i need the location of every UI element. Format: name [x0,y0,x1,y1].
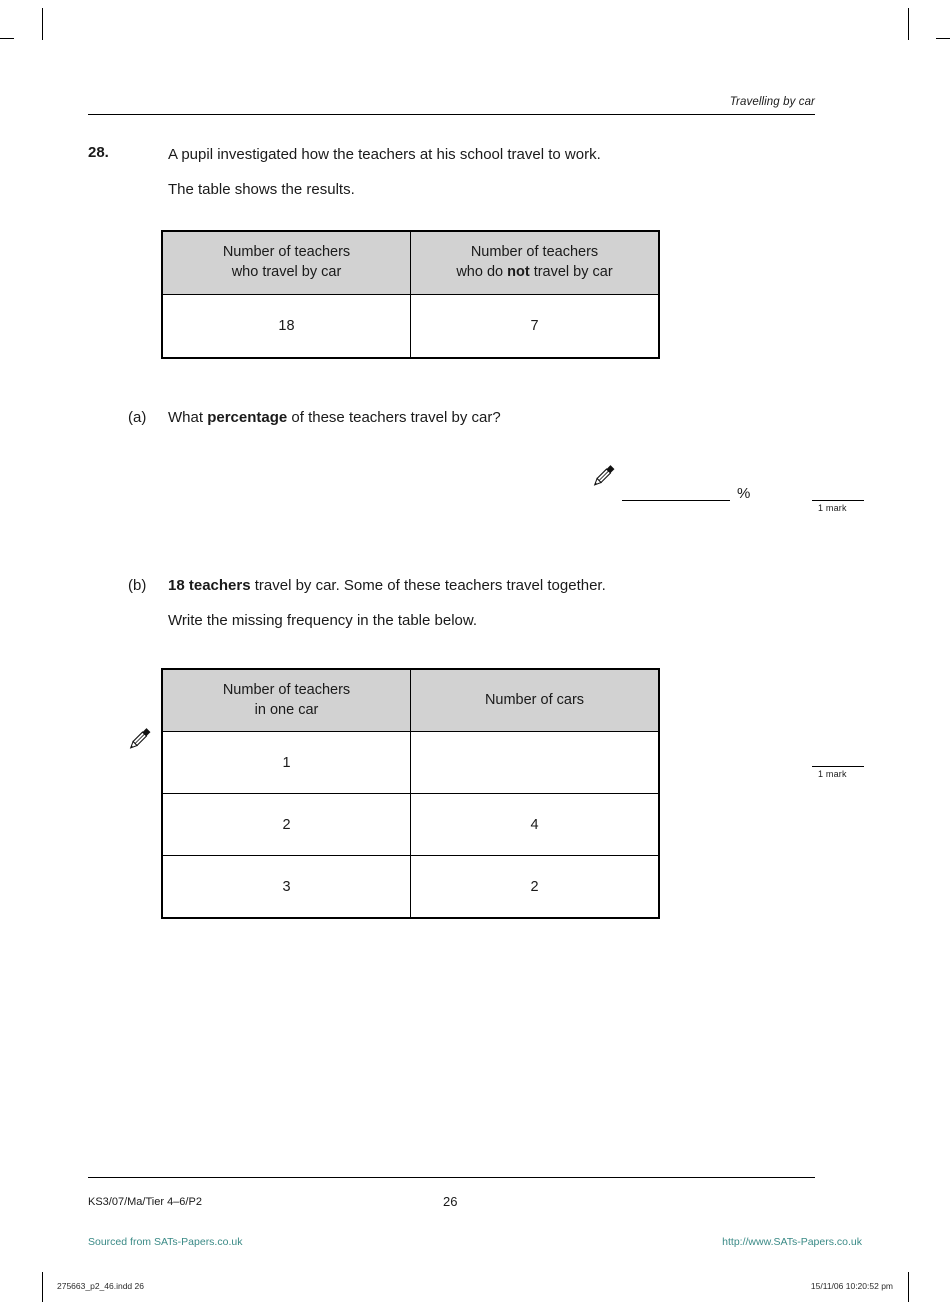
crop-mark-bottom-left [42,1272,43,1302]
print-file-name: 275663_p2_46.indd 26 [57,1281,144,1291]
table2-header-teachers-in-one-car: Number of teachers in one car [161,668,411,732]
table1-value-not-travel-by-car: 7 [410,294,660,359]
table-header-row: Number of teachers who travel by car Num… [161,230,660,295]
part-a-mark-rule [812,500,864,501]
table2-cars-row-2: 4 [410,793,660,856]
part-a-text-pre: What [168,409,208,426]
print-timestamp: 15/11/06 10:20:52 pm [810,1281,893,1291]
table2-teachers-row-1: 1 [161,731,411,794]
pencil-icon [593,465,615,486]
table2-header-a-line2: in one car [254,701,319,718]
question-stem-line-1: A pupil investigated how the teachers at… [168,146,601,163]
pencil-icon [129,728,151,749]
table-header-row: Number of teachers in one car Number of … [161,668,660,732]
table1-header-b-line1: Number of teachers [470,244,599,261]
table1-header-b-line2-post: travel by car [529,264,613,280]
table1-header-not-travel-by-car: Number of teachers who do not travel by … [410,230,660,295]
table-row: 18 7 [161,294,660,359]
crop-tick-top-left [0,38,14,39]
part-b-text-emphasis: 18 teachers [168,577,251,594]
source-url[interactable]: http://www.SATs-Papers.co.uk [722,1236,862,1248]
part-b-mark-label: 1 mark [818,769,847,779]
table2-cars-row-1-answer-cell[interactable] [410,731,660,794]
table2-teachers-row-3: 3 [161,855,411,919]
table1-header-a-line2: who travel by car [231,264,342,280]
table1-header-b-emphasis: not [507,264,530,280]
part-a-mark-label: 1 mark [818,503,847,513]
table-row: 2 4 [161,793,660,856]
part-a-answer-line[interactable] [622,500,730,501]
footer-rule [88,1177,815,1178]
table2-header-number-of-cars: Number of cars [410,668,660,732]
table2-teachers-row-2: 2 [161,793,411,856]
source-attribution[interactable]: Sourced from SATs-Papers.co.uk [88,1236,243,1248]
paper-code: KS3/07/Ma/Tier 4–6/P2 [88,1196,202,1208]
question-stem-line-2: The table shows the results. [168,181,355,198]
part-a-text-post: of these teachers travel by car? [287,409,501,426]
part-a-label: (a) [128,409,147,426]
part-a-question-text: What percentage of these teachers travel… [168,409,501,426]
running-head: Travelling by car [729,96,815,108]
table-row: 3 2 [161,855,660,919]
part-a-unit-percent: % [737,485,751,502]
part-b-question-text: 18 teachers travel by car. Some of these… [168,577,606,594]
crop-tick-top-right [936,38,950,39]
results-table: Number of teachers who travel by car Num… [161,230,660,359]
crop-mark-bottom-right [908,1272,909,1302]
table1-header-travel-by-car: Number of teachers who travel by car [161,230,411,295]
question-number: 28. [88,144,109,161]
part-b-instruction: Write the missing frequency in the table… [168,612,478,629]
table-row: 1 [161,731,660,794]
part-a-text-emphasis: percentage [207,409,288,426]
table1-header-b-line2-pre: who do [456,264,508,280]
part-b-label: (b) [128,577,147,594]
table1-value-travel-by-car: 18 [161,294,411,359]
frequency-table: Number of teachers in one car Number of … [161,668,660,919]
table2-header-a-line1: Number of teachers [222,681,351,698]
page-number: 26 [443,1194,458,1209]
part-b-text-post: travel by car. Some of these teachers tr… [250,577,606,594]
header-rule [88,114,815,115]
part-b-mark-rule [812,766,864,767]
table1-header-a-line1: Number of teachers [222,244,351,261]
crop-mark-top-right [908,8,909,40]
table2-cars-row-3: 2 [410,855,660,919]
crop-mark-top-left [42,8,43,40]
